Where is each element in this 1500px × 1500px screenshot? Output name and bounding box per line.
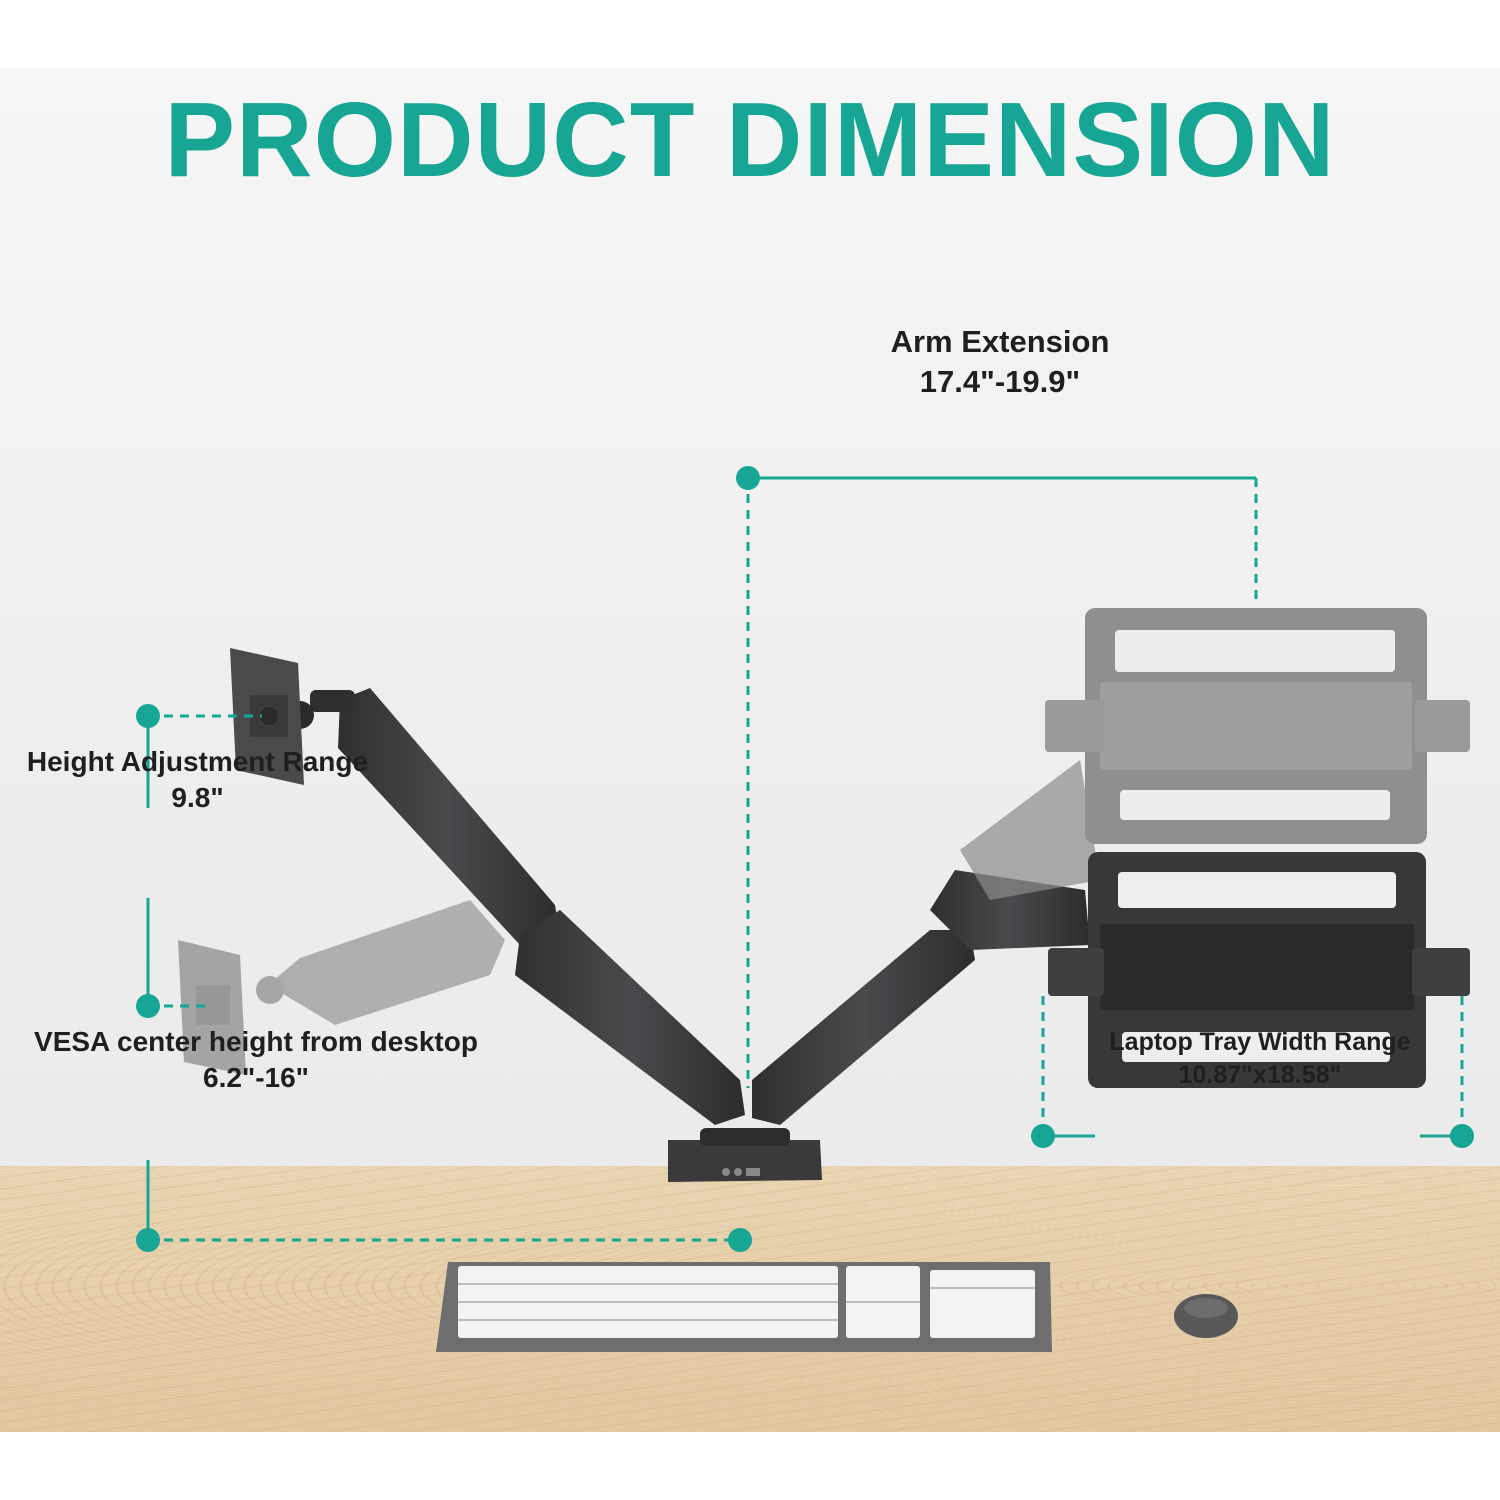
keyboard: [436, 1262, 1052, 1352]
laptop-tray-raised-ghost: [1045, 608, 1470, 844]
desk-clamp-base: [668, 1128, 822, 1182]
vesa-height-label: VESA center height from desktop: [34, 1026, 478, 1057]
height-adjustment-label: Height Adjustment Range: [26, 746, 369, 777]
laptop-tray-label: Laptop Tray Width Range: [1109, 1028, 1411, 1056]
page-title: PRODUCT DIMENSION: [164, 81, 1336, 199]
right-arm: [752, 760, 1100, 1125]
height-adjustment-callout: Height Adjustment Range 9.8": [0, 744, 395, 817]
height-adjustment-value: 9.8": [171, 782, 224, 814]
mouse: [1174, 1294, 1238, 1338]
arm-extension-callout: Arm Extension 17.4"-19.9": [850, 322, 1150, 403]
vesa-plate-upper: [230, 648, 304, 785]
dimension-guides: [146, 476, 1464, 1242]
height-range-top-dot: [136, 704, 160, 728]
left-arm: [230, 648, 745, 1125]
tray-width-left-dot: [1031, 1124, 1055, 1148]
arm-extension-dot: [736, 466, 760, 490]
vesa-height-callout: VESA center height from desktop 6.2"-16": [0, 1024, 512, 1097]
laptop-tray: [1048, 852, 1470, 1088]
tray-width-right-dot: [1450, 1124, 1474, 1148]
vesa-plate-lower: [178, 940, 246, 1075]
laptop-tray-callout: Laptop Tray Width Range 10.87"x18.58": [1080, 1026, 1440, 1091]
vesa-height-right-dot: [728, 1228, 752, 1252]
arm-extension-label: Arm Extension: [890, 324, 1110, 359]
arm-extension-value: 17.4"-19.9": [919, 364, 1081, 400]
height-range-bottom-dot: [136, 994, 160, 1018]
dimension-endpoints: [136, 466, 1474, 1252]
product-diagram-stage: [0, 68, 1500, 1432]
product-illustration: [136, 466, 1474, 1352]
vesa-height-value: 6.2"-16": [203, 1062, 309, 1094]
laptop-tray-value: 10.87"x18.58": [1178, 1060, 1342, 1089]
left-arm-lowered-ghost: [178, 900, 505, 1075]
vesa-height-left-dot: [136, 1228, 160, 1252]
